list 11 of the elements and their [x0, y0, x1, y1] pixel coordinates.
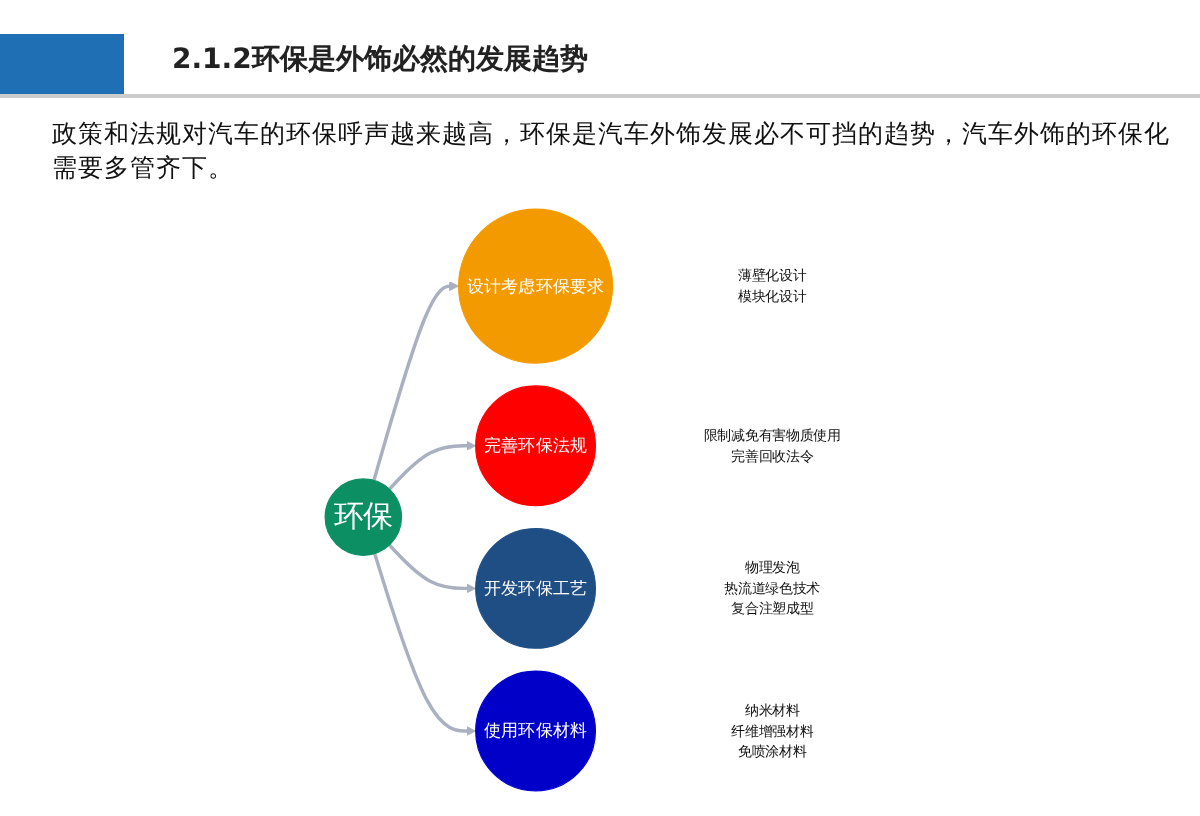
node-circle: 设计考虑环保要求: [458, 208, 614, 364]
node-circle: 使用环保材料: [475, 670, 596, 792]
arrow: [388, 543, 477, 594]
node-circle: 环保: [324, 478, 403, 556]
node-circle: 完善环保法规: [475, 385, 596, 507]
intro-paragraph: 政策和法规对汽车的环保呼声越来越高，环保是汽车外饰发展必不可挡的趋势，汽车外饰的环保化需要多管齐下。: [50, 116, 1172, 184]
arrow: [373, 553, 477, 736]
arrow: [388, 440, 477, 491]
title: 2.1.2环保是外饰必然的发展趋势: [172, 42, 588, 78]
node-circle: 开发环保工艺: [475, 527, 596, 649]
arrow: [372, 281, 459, 481]
